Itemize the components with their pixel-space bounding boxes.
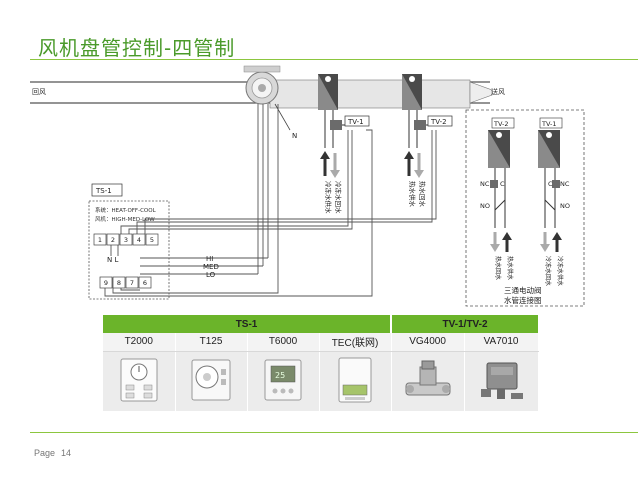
thermostat-t2000-icon — [120, 358, 158, 402]
terminal-top-label: 2 — [111, 236, 115, 244]
med-label: MED — [203, 263, 219, 271]
hi-label: HI — [206, 255, 213, 263]
detail-cold-return-label: 冷冻水回水 — [544, 256, 552, 286]
terminal-top-box — [132, 233, 146, 246]
product-name: T6000 — [247, 333, 320, 352]
terminal-bottom-box — [99, 276, 113, 289]
product-image-cell — [391, 351, 465, 411]
nc-label-right: NC — [560, 180, 570, 188]
terminal-strip-bottom: 9 8 7 6 — [99, 276, 152, 289]
product-image-cell — [103, 351, 176, 411]
supply-air-label: 送风 — [491, 87, 505, 96]
cold-return-label: 冷冻水回水 — [334, 181, 343, 214]
terminal-bottom-box — [138, 276, 152, 289]
terminal-top-box — [145, 233, 159, 246]
detail-caption-line1: 三通电动阀 — [504, 285, 542, 295]
terminal-top-box — [106, 233, 120, 246]
detail-cold-supply-label: 冷冻水供水 — [556, 256, 564, 286]
terminal-top-box — [93, 233, 107, 246]
control-wiring — [104, 104, 437, 297]
product-image-cell — [319, 351, 392, 411]
terminal-bottom-box — [125, 276, 139, 289]
title-divider — [30, 59, 638, 60]
detail-pipes — [494, 168, 556, 228]
page-number: 14 — [61, 448, 72, 458]
fan-icon — [243, 65, 281, 105]
detail-tv2-label: TV-2 — [493, 120, 509, 128]
lo-label: LO — [206, 271, 216, 279]
product-name: TEC(联网) — [319, 333, 392, 352]
product-image-cell — [175, 351, 248, 411]
detail-coil-tv1 — [538, 130, 560, 168]
product-name: VG4000 — [391, 333, 465, 352]
terminal-bottom-box — [112, 276, 126, 289]
product-name: T2000 — [103, 333, 176, 352]
terminal-top-label: 5 — [150, 236, 154, 244]
c-label-left: C — [500, 180, 505, 188]
detail-tv1-label: TV-1 — [541, 120, 557, 128]
valve-tv2-label: TV-2 — [430, 118, 447, 126]
system-mode-label: 系统：HEAT-OFF-COOL — [95, 206, 157, 214]
hot-supply-label: 热水供水 — [408, 181, 417, 208]
terminal-bottom-label: 8 — [117, 279, 121, 287]
detail-flow-arrows — [490, 232, 562, 252]
terminal-bottom-label: 7 — [130, 279, 134, 287]
thermostat-box — [88, 200, 170, 300]
neutral-label: N — [292, 132, 297, 140]
no-label-left: NO — [480, 202, 490, 210]
thermostat-tec-icon — [338, 357, 372, 403]
product-image-cell: 25 — [247, 351, 320, 411]
svg-text:25: 25 — [275, 371, 285, 380]
valve-vg4000-icon — [405, 360, 451, 396]
heating-coil — [402, 74, 422, 110]
detail-hot-supply-label: 热水供水 — [506, 256, 514, 280]
fan-speed-label: 风机：HIGH-MED-LOW — [95, 215, 155, 223]
product-image-cell — [464, 351, 539, 411]
terminal-top-label: 3 — [124, 236, 128, 244]
terminal-top-label: 1 — [98, 236, 102, 244]
terminal-strip-top: 1 2 3 4 5 — [93, 233, 159, 246]
valve-tv1-label: TV-1 — [347, 118, 364, 126]
detail-valve-tv1-icon — [552, 180, 560, 188]
terminal-bottom-label: 9 — [104, 279, 108, 287]
detail-valve-tv2-icon — [490, 180, 498, 188]
terminal-bottom-label: 6 — [143, 279, 147, 287]
footer-divider — [30, 432, 638, 433]
cooling-coil — [318, 74, 338, 110]
footer-label: Page — [34, 448, 56, 458]
ts-box-label: TS-1 — [95, 187, 112, 195]
product-name: T125 — [175, 333, 248, 352]
fan-coil-wiring-diagram: 回风 送风 TV-1 TV-2 — [30, 65, 585, 307]
c-label-right: C — [548, 180, 553, 188]
hot-return-label: 热水回水 — [418, 181, 427, 208]
detail-caption-line2: 水管连接图 — [504, 295, 542, 305]
cold-supply-label: 冷冻水供水 — [324, 181, 333, 214]
terminal-top-label: 4 — [137, 236, 141, 244]
nc-label-left: NC — [480, 180, 490, 188]
product-name: VA7010 — [464, 333, 539, 352]
detail-coil-tv2 — [488, 130, 510, 168]
hot-water-arrows — [404, 151, 424, 178]
product-table: TS-1 TV-1/TV-2 T2000 T125 T6000 TEC(联网) … — [103, 315, 539, 411]
thermostat-t6000-icon: 25 — [264, 359, 302, 401]
group-header-thermostats: TS-1 — [103, 315, 392, 333]
nl-label: N L — [107, 256, 118, 264]
group-header-valves: TV-1/TV-2 — [390, 315, 539, 333]
page-footer: Page 14 — [34, 448, 71, 458]
detail-hot-return-label: 热水回水 — [494, 256, 502, 280]
valve-detail-box — [465, 109, 585, 307]
actuator-va7010-icon — [481, 362, 524, 399]
no-label-right: NO — [560, 202, 570, 210]
cold-water-arrows — [320, 151, 340, 178]
terminal-top-box — [119, 233, 133, 246]
return-air-label: 回风 — [32, 88, 46, 96]
page-title: 风机盘管控制-四管制 — [38, 36, 236, 60]
thermostat-t125-icon — [191, 359, 231, 401]
